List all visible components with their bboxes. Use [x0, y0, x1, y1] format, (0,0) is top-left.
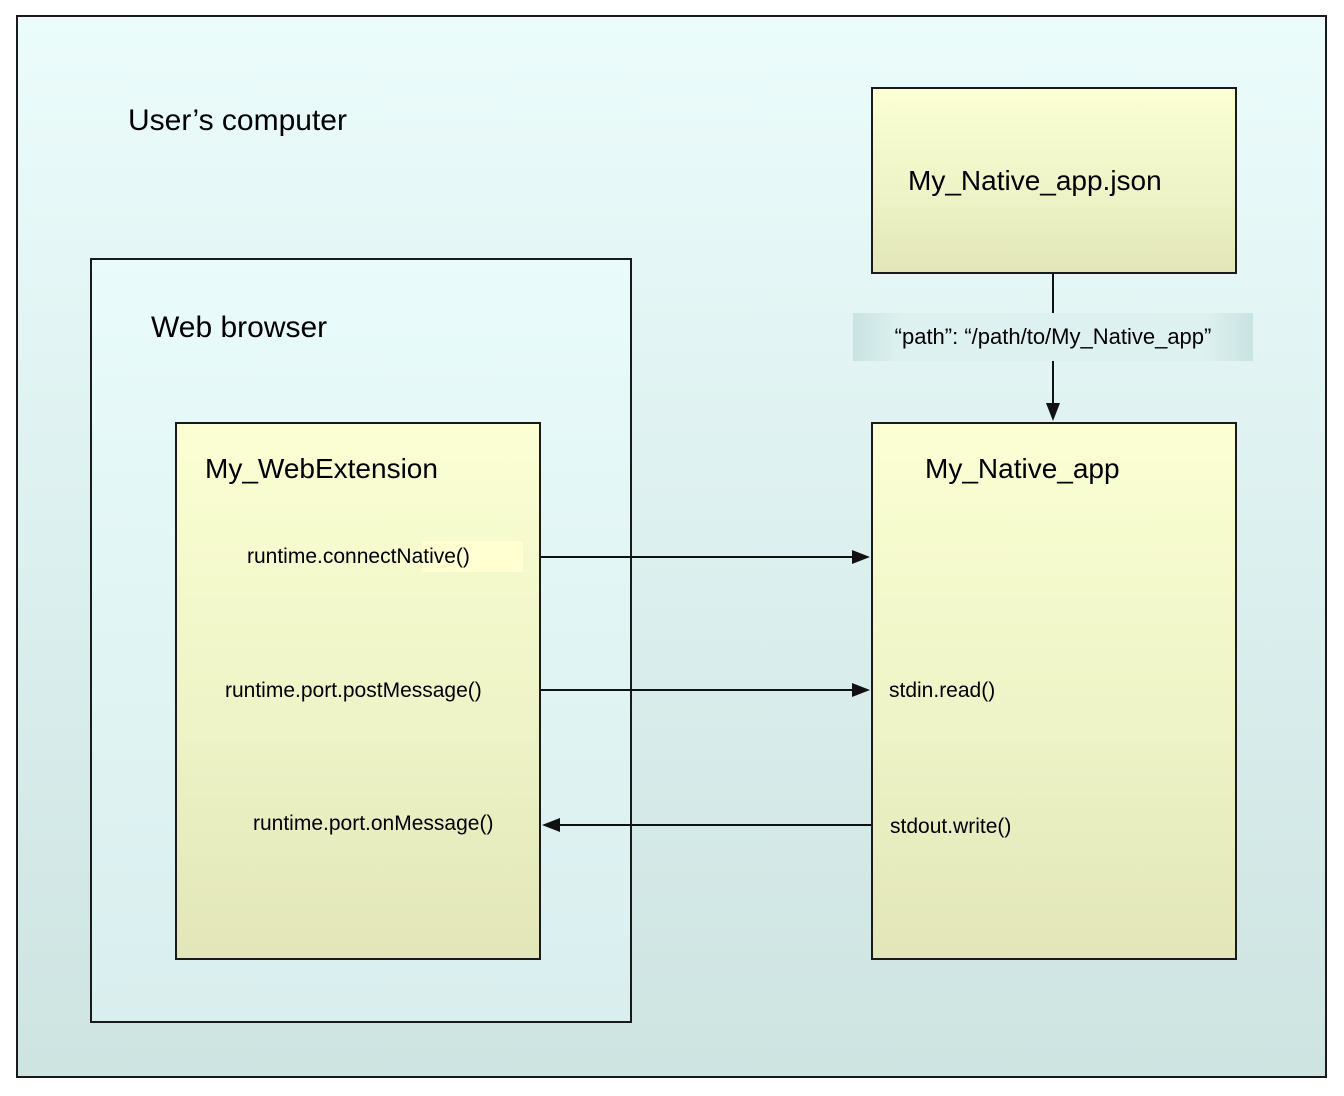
native-manifest-label: My_Native_app.json — [908, 165, 1162, 196]
webextension-label: My_WebExtension — [205, 453, 438, 484]
web-browser-label: Web browser — [151, 311, 328, 344]
native-app-label: My_Native_app — [925, 453, 1120, 484]
native-manifest-box — [871, 87, 1237, 274]
connect-native-highlight — [422, 541, 523, 572]
on-message-call: runtime.port.onMessage() — [253, 812, 494, 835]
stdout-write-call: stdout.write() — [890, 815, 1012, 838]
connect-native-call: runtime.connectNative() — [247, 545, 470, 568]
users-computer-label: User’s computer — [128, 104, 347, 137]
post-message-call: runtime.port.postMessage() — [225, 679, 482, 702]
stdin-read-call: stdin.read() — [889, 679, 996, 702]
manifest-path-label: “path”: “/path/to/My_Native_app” — [853, 313, 1253, 361]
native-app-box — [871, 422, 1237, 960]
webextension-box — [175, 422, 541, 960]
